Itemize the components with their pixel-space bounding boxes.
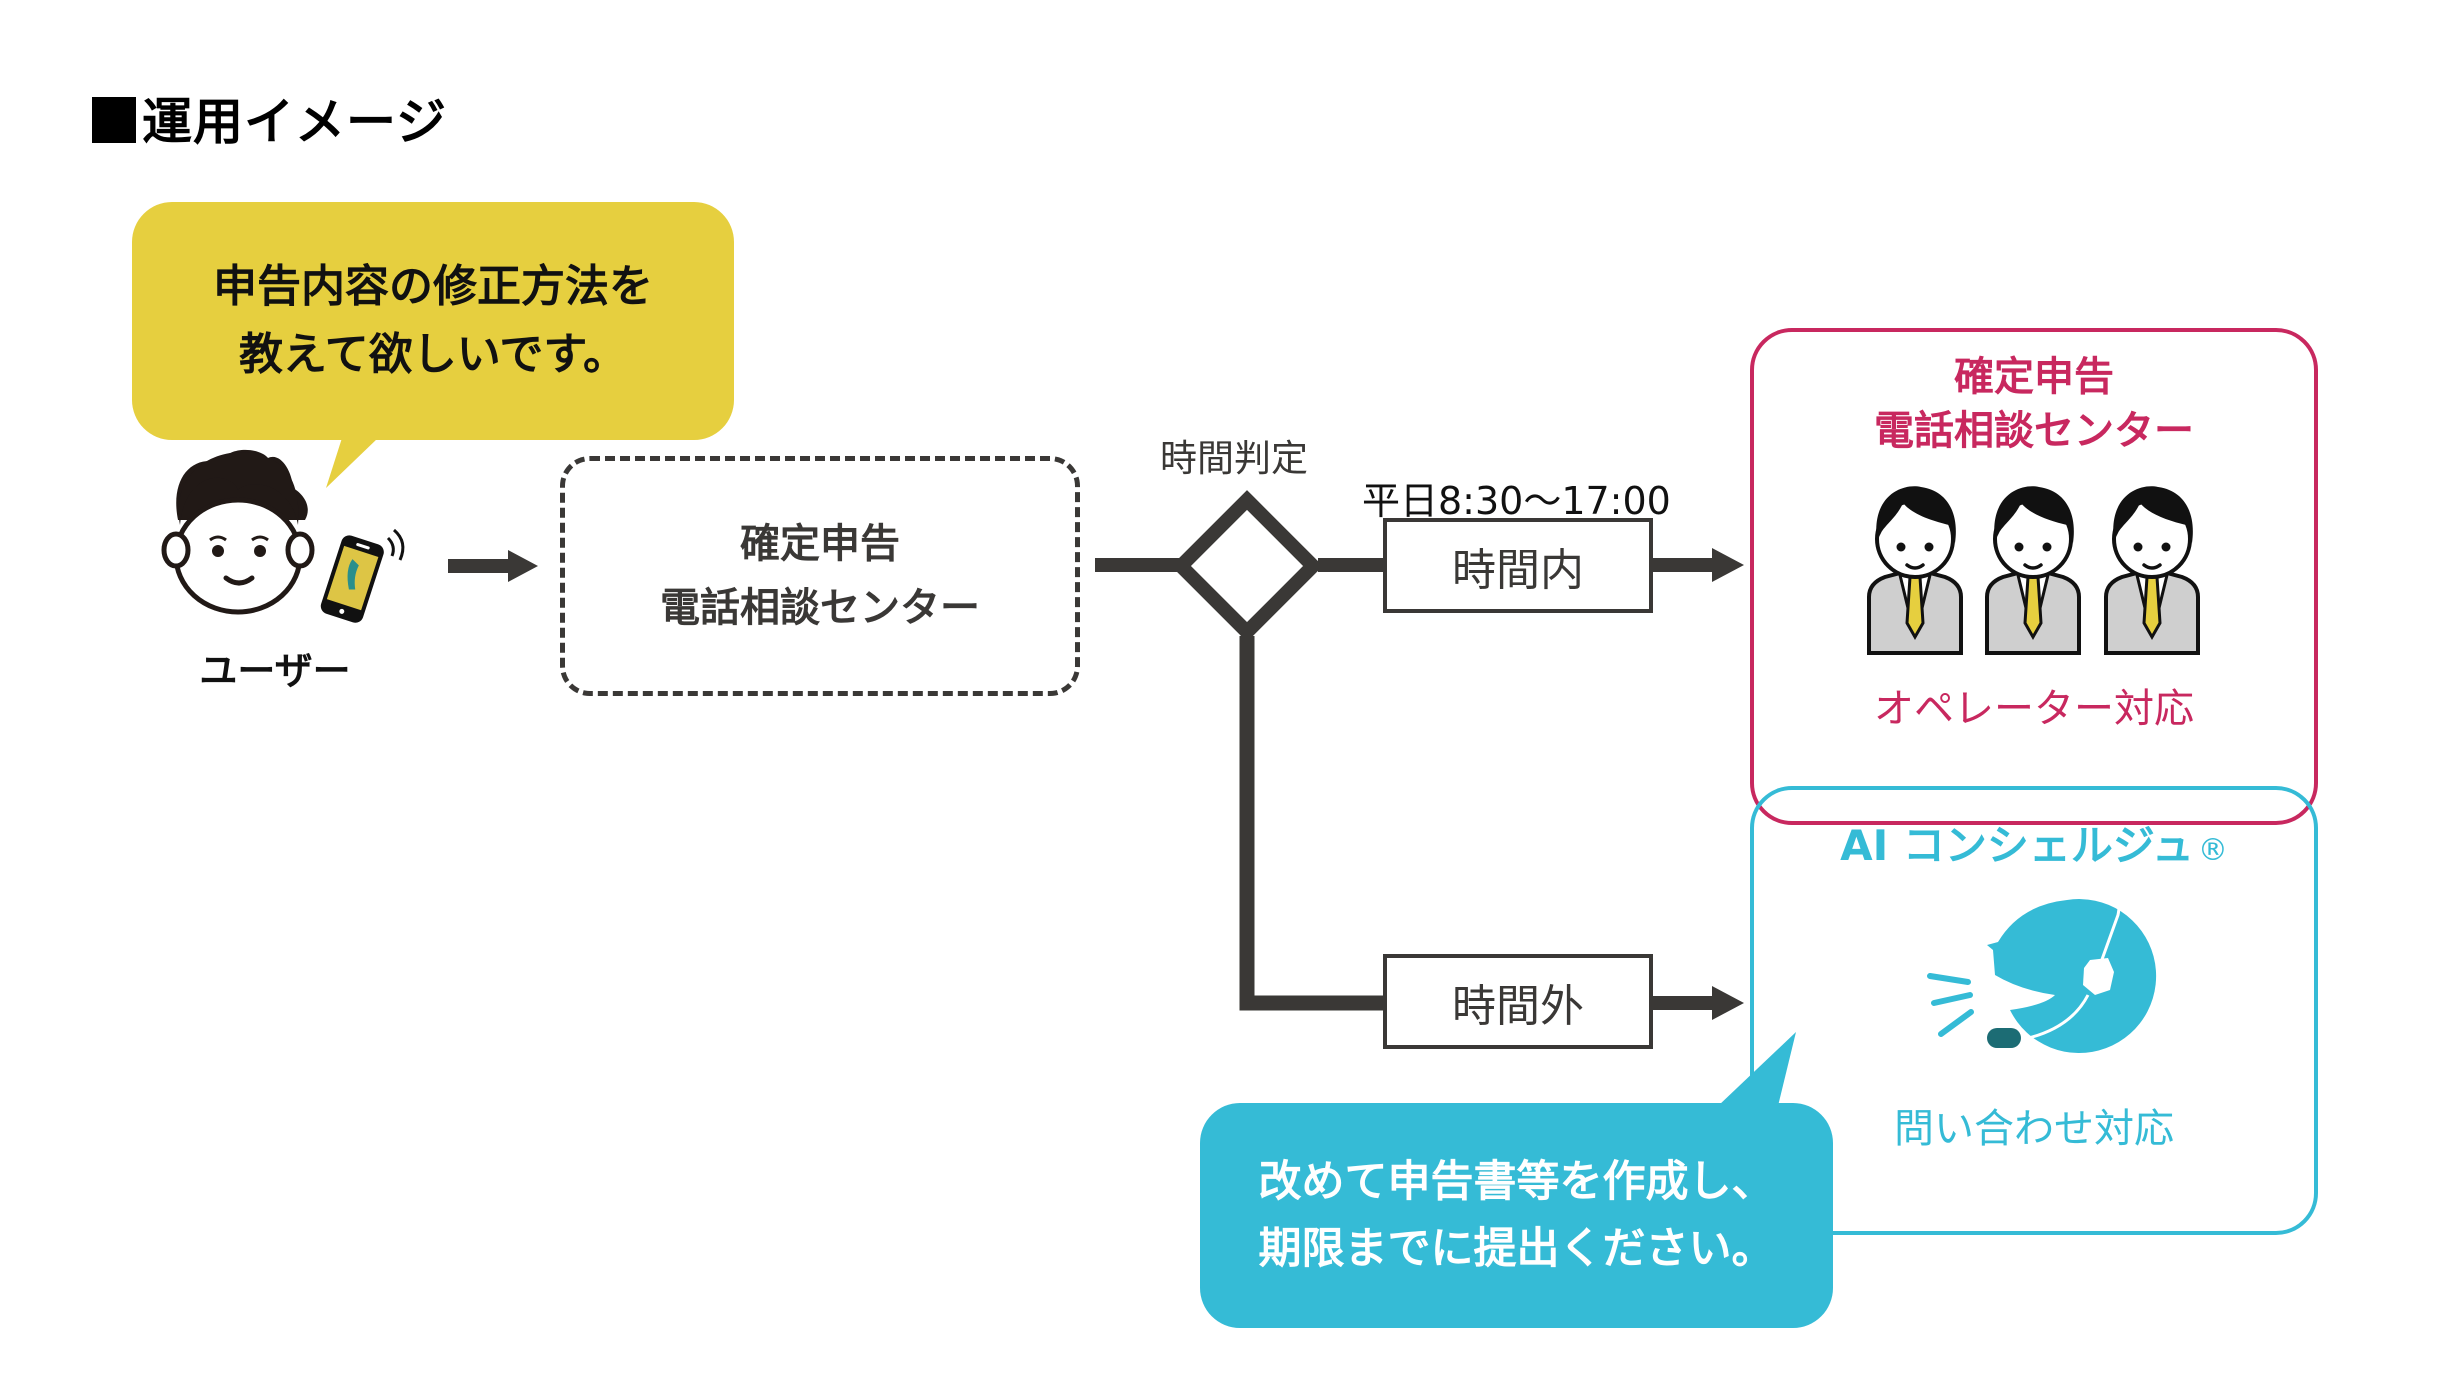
out-of-hours-box: 時間外 <box>1383 954 1653 1049</box>
line-center-to-decision <box>1095 558 1180 572</box>
call-center-line-2: 電話相談センター <box>660 585 980 631</box>
in-hours-box: 時間内 <box>1383 518 1653 613</box>
in-hours-label: 時間内 <box>1452 544 1584 596</box>
ai-speech-line-1: 改めて申告書等を作成し、 <box>1258 1156 1775 1207</box>
decision-diamond <box>1171 490 1323 642</box>
ai-headset-icon <box>1927 898 2157 1054</box>
ai-bubble-tail <box>1718 1032 1796 1106</box>
ai-caption: 問い合わせ対応 <box>1894 1106 2174 1152</box>
user-bubble-tail <box>326 438 378 488</box>
phone-ring-icon <box>386 528 405 561</box>
operator-title-line-2: 電話相談センター <box>1874 408 2194 454</box>
operators-icon <box>1867 484 2200 655</box>
user-speech-line-2: 教えて欲しいです。 <box>238 329 628 380</box>
user-label: ユーザー <box>199 649 351 693</box>
operator-panel: 確定申告 電話相談センター オペレーター対応 <box>1750 328 2318 825</box>
phone-icon <box>320 535 384 623</box>
line-decision-to-out <box>1239 636 1384 1011</box>
title-square-icon <box>92 97 136 143</box>
call-center-line-1: 確定申告 <box>740 521 900 567</box>
ai-panel-title: AI コンシェルジュ® <box>1754 812 2314 873</box>
arrow-in-to-operator <box>1652 548 1744 582</box>
ai-speech-line-2: 期限までに提出ください。 <box>1258 1223 1775 1274</box>
operator-title-line-1: 確定申告 <box>1954 354 2114 400</box>
line-decision-to-in <box>1318 558 1384 572</box>
decision-label: 時間判定 <box>1160 437 1308 480</box>
operator-caption: オペレーター対応 <box>1874 686 2194 732</box>
page-title-text: 運用イメージ <box>142 93 447 151</box>
operator-person-icon <box>1867 486 1963 655</box>
arrow-user-to-center <box>448 550 538 582</box>
user-face-icon <box>161 449 315 615</box>
ai-concierge-panel: AI コンシェルジュ® 問い合わせ対応 <box>1750 786 2318 1235</box>
user-speech-bubble: 申告内容の修正方法を 教えて欲しいです。 <box>132 202 734 440</box>
operator-panel-title: 確定申告 電話相談センター <box>1754 350 2314 458</box>
ai-title-text: AI コンシェルジュ <box>1840 821 2194 870</box>
arrow-out-to-ai <box>1652 986 1744 1020</box>
ai-speech-bubble: 改めて申告書等を作成し、 期限までに提出ください。 <box>1200 1103 1833 1328</box>
business-hours-label: 平日8:30〜17:00 <box>1362 479 1671 523</box>
out-of-hours-label: 時間外 <box>1452 980 1584 1032</box>
user-speech-line-1: 申告内容の修正方法を <box>213 260 653 312</box>
page-title: 運用イメージ <box>92 82 447 154</box>
call-center-box: 確定申告 電話相談センター <box>560 456 1080 696</box>
registered-mark: ® <box>2197 833 2228 868</box>
